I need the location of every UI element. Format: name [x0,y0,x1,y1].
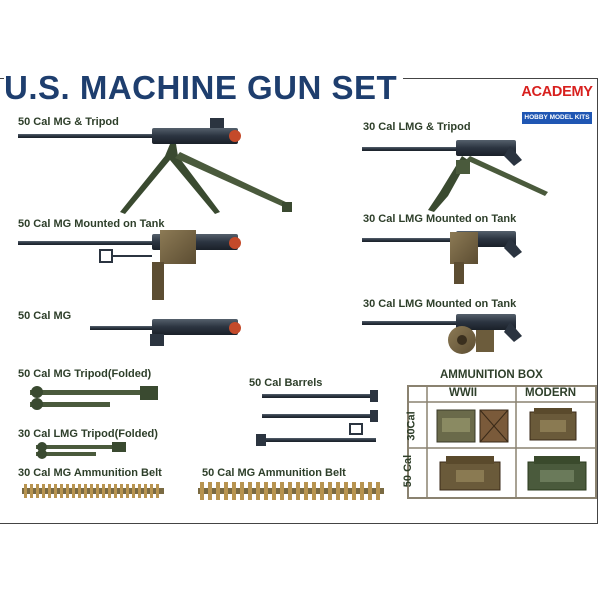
ammo-box-title: AMMUNITION BOX [440,369,543,381]
label-30cal-lmg-tripod: 30 Cal LMG & Tripod [363,121,471,133]
label-50cal-ammo-belt: 50 Cal MG Ammunition Belt [202,467,346,479]
ammo-belt-50cal [198,482,384,500]
ammo-grid-lines [407,385,597,499]
label-30cal-lmg-tank-a: 30 Cal LMG Mounted on Tank [363,213,517,225]
brand-subtitle: HOBBY MODEL KITS [522,112,592,124]
page-title: U.S. MACHINE GUN SET [4,68,404,108]
label-50cal-mg: 50 Cal MG [18,310,72,322]
gun-30cal-lmg-tank-b [362,314,522,354]
brand-name: ACADEMY [521,84,593,100]
ammo-box-modern-50cal [527,456,587,491]
label-30cal-tripod-folded: 30 Cal LMG Tripod(Folded) [18,428,158,440]
brand-logo: ACADEMY HOBBY MODEL KITS [520,84,594,124]
tripod-30cal-folded [36,442,126,459]
label-30cal-lmg-tank-b: 30 Cal LMG Mounted on Tank [363,298,517,310]
gun-30cal-lmg-tank-a [362,231,522,284]
label-50cal-barrels: 50 Cal Barrels [249,377,323,389]
barrels-50cal [256,390,378,446]
ammo-box-grid [407,385,597,499]
label-50cal-tripod-folded: 50 Cal MG Tripod(Folded) [18,368,152,380]
ammo-box-wwii-30cal [436,409,509,443]
ammo-box-modern-30cal [529,408,577,441]
gun-50cal-mg-tripod [18,118,292,214]
label-50cal-mg-tank: 50 Cal MG Mounted on Tank [18,218,165,230]
ammo-belt-30cal [22,484,164,498]
ammo-box-wwii-50cal [439,456,501,491]
tripod-50cal-folded [30,386,158,410]
gun-50cal-mg [90,319,241,346]
label-50cal-mg-tripod: 50 Cal MG & Tripod [18,116,119,128]
ammo-col-wwii: WWII [449,387,478,399]
ammo-col-modern: MODERN [525,387,577,399]
label-30cal-ammo-belt: 30 Cal MG Ammunition Belt [18,467,162,479]
gun-30cal-lmg-tripod [362,140,548,212]
gun-50cal-mg-tank [18,230,241,300]
